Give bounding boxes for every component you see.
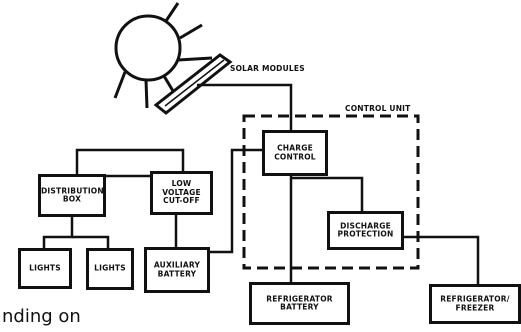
auxiliary-battery-label: AUXILIARY BATTERY (153, 260, 201, 278)
solar-module-panel (153, 53, 233, 115)
auxiliary-battery-box: AUXILIARY BATTERY (144, 247, 210, 293)
control-unit-label: CONTROL UNIT (345, 104, 411, 113)
cut-off-caption-text: nding on (2, 306, 81, 327)
distribution-box: DISTRIBUTION BOX (38, 174, 106, 217)
lights-box-2: LIGHTS (86, 248, 134, 290)
charge-control-box: CHARGE CONTROL (262, 130, 328, 176)
refrigerator-battery-box: REFRIGERATOR BATTERY (249, 282, 350, 325)
control-unit-boundary (242, 114, 420, 270)
connection-wires (42, 83, 480, 287)
refrigerator-freezer-label: REFRIGERATOR/ FREEZER (440, 294, 510, 312)
solar-modules-label: SOLAR MODULES (230, 64, 305, 73)
low-voltage-cutoff-label: LOW VOLTAGE CUT-OFF (162, 179, 201, 206)
lights-label-2: LIGHTS (94, 263, 126, 273)
sun-icon (113, 2, 213, 109)
lights-box-1: LIGHTS (18, 248, 72, 289)
refrigerator-battery-label: REFRIGERATOR BATTERY (266, 293, 333, 312)
lights-label-1: LIGHTS (29, 263, 61, 273)
discharge-protection-label: DISCHARGE PROTECTION (337, 220, 394, 239)
discharge-protection-box: DISCHARGE PROTECTION (327, 211, 404, 250)
charge-control-label: CHARGE CONTROL (274, 143, 316, 161)
low-voltage-cutoff-box: LOW VOLTAGE CUT-OFF (150, 171, 213, 215)
distribution-box-label: DISTRIBUTION BOX (41, 185, 104, 204)
refrigerator-freezer-box: REFRIGERATOR/ FREEZER (429, 284, 521, 324)
